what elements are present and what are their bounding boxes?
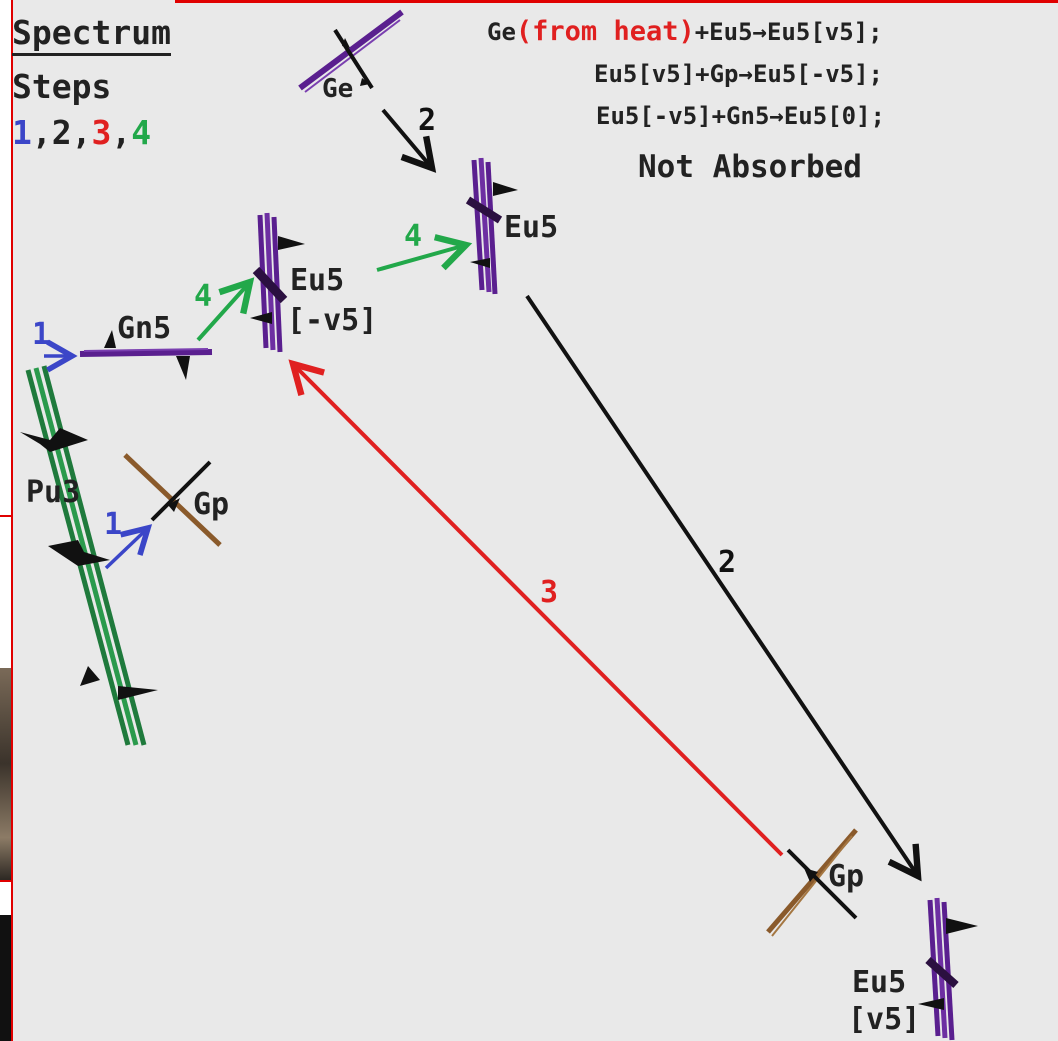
equation-1-suffix: +Eu5→Eu5[v5]; bbox=[694, 18, 883, 46]
label-gp-left: Gp bbox=[193, 487, 230, 522]
legend-subtitle: Steps bbox=[12, 67, 112, 106]
legend-sep: , bbox=[71, 113, 92, 152]
legend-step-3: 3 bbox=[91, 113, 112, 152]
arrow-step4-gn5-to-eu5 bbox=[196, 277, 255, 342]
eu5-top-string-node bbox=[465, 157, 518, 295]
arrow-step2-eu5-to-eu5-bottom bbox=[525, 294, 922, 882]
arrow-step1-to-gp bbox=[104, 524, 153, 570]
equation-line-1: Ge(from heat)+Eu5→Eu5[v5]; bbox=[487, 18, 883, 45]
equation-1-highlight: (from heat) bbox=[515, 16, 695, 47]
background-dark-strip bbox=[0, 915, 12, 1041]
step-label-3: 3 bbox=[540, 575, 559, 610]
gn5-string-node bbox=[79, 330, 213, 380]
label-ge: Ge bbox=[322, 74, 354, 104]
equation-line-3: Eu5[-v5]+Gn5→Eu5[0]; bbox=[596, 102, 885, 130]
legend-step-4: 4 bbox=[131, 113, 152, 152]
step-label-4-top: 4 bbox=[404, 219, 423, 254]
frame-border-left bbox=[11, 0, 13, 1041]
step-label-2-ge: 2 bbox=[418, 103, 437, 138]
legend-sep: , bbox=[111, 113, 132, 152]
gp-right-string-node bbox=[766, 828, 858, 937]
gp-left-string-node bbox=[123, 453, 222, 547]
legend-sep: , bbox=[31, 113, 52, 152]
label-eu5-mid-state: [-v5] bbox=[287, 303, 378, 338]
label-eu5-mid: Eu5 bbox=[290, 263, 345, 298]
step-label-1-gn5: 1 bbox=[32, 317, 51, 352]
eu5-bottom-string-node bbox=[918, 897, 978, 1041]
arrow-step4-eu5-to-eu5 bbox=[376, 234, 473, 272]
legend-steps: 1,2,3,4 bbox=[12, 116, 151, 149]
legend-step-1: 1 bbox=[12, 113, 32, 152]
label-gn5: Gn5 bbox=[117, 311, 172, 346]
legend-title: Spectrum bbox=[12, 16, 171, 56]
pu3-string-node bbox=[20, 365, 158, 746]
legend-step-2: 2 bbox=[51, 113, 72, 152]
step-label-1-gp: 1 bbox=[104, 507, 123, 542]
step-label-2-long: 2 bbox=[718, 545, 737, 580]
status-not-absorbed: Not Absorbed bbox=[638, 149, 862, 185]
eu5-mid-string-node bbox=[250, 212, 305, 353]
frame-border-top bbox=[175, 0, 1058, 3]
frame-border-corner-a bbox=[0, 515, 12, 517]
background-photo-strip bbox=[0, 668, 12, 880]
arrow-step2-ge-to-eu5 bbox=[381, 108, 437, 173]
equation-1-prefix: Ge bbox=[487, 18, 516, 46]
step-label-4-left: 4 bbox=[194, 279, 213, 314]
equation-line-2: Eu5[v5]+Gp→Eu5[-v5]; bbox=[594, 60, 883, 88]
frame-border-corner-b bbox=[0, 880, 12, 882]
label-eu5-top: Eu5 bbox=[504, 210, 559, 245]
label-eu5-bottom: Eu5 bbox=[852, 965, 907, 1000]
label-gp-right: Gp bbox=[828, 859, 865, 894]
label-pu3: Pu3 bbox=[26, 475, 81, 510]
arrow-step3-gp-to-eu5 bbox=[288, 359, 784, 857]
ge-string-node bbox=[298, 9, 404, 93]
label-eu5-bottom-state: [v5] bbox=[848, 1002, 921, 1037]
